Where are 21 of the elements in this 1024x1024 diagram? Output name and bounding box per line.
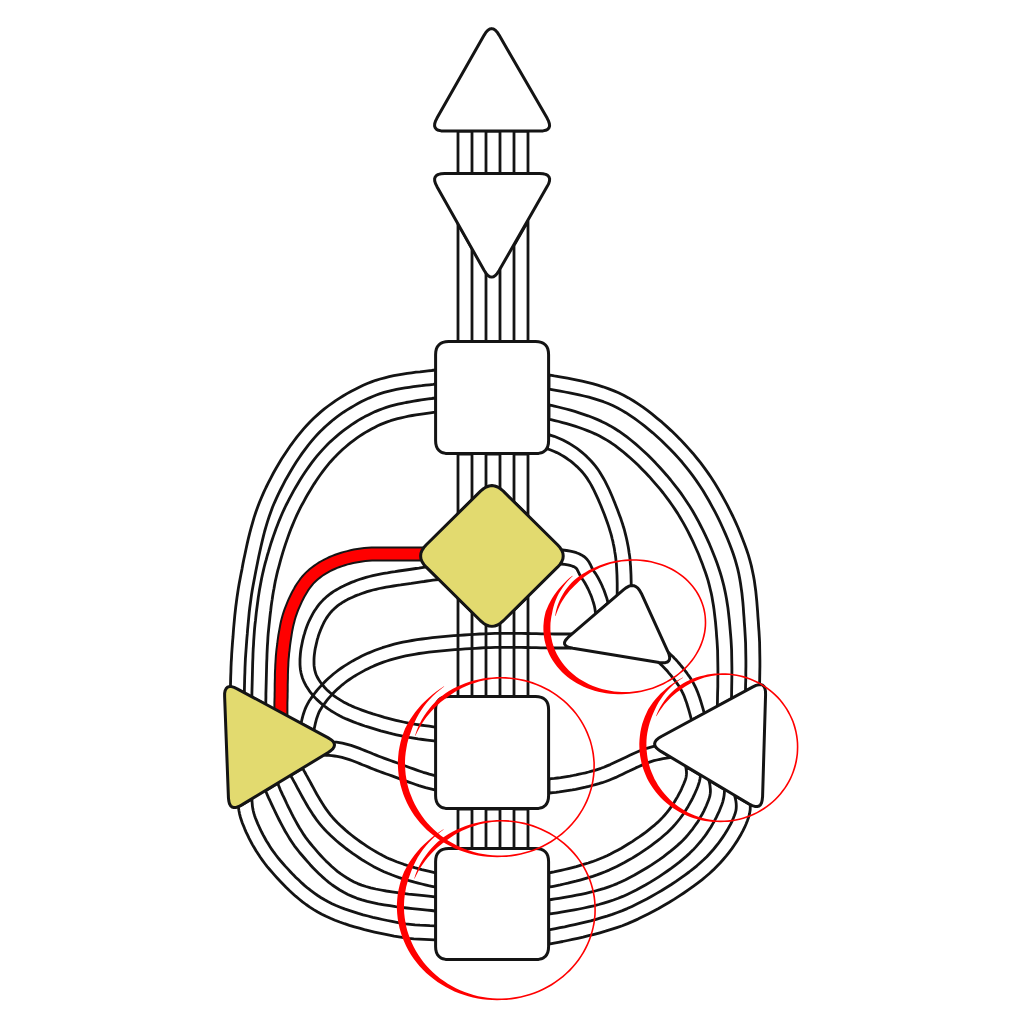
square-node <box>434 847 551 962</box>
square-node <box>434 695 551 811</box>
double-line-connector <box>547 373 762 693</box>
triangle-node <box>433 172 552 280</box>
triangle-node <box>222 685 337 810</box>
double-line-connector <box>298 565 441 743</box>
square-node <box>434 340 551 456</box>
double-line-connector <box>484 452 502 490</box>
double-line-connector <box>547 794 752 946</box>
triangle-node <box>433 26 552 133</box>
double-line-connector <box>545 433 633 597</box>
double-line-connector <box>547 744 673 795</box>
diamond-node <box>419 484 565 628</box>
triangle-node <box>562 584 672 665</box>
double-line-connector <box>559 548 610 616</box>
double-line-connector <box>512 452 530 517</box>
double-line-connector <box>547 403 734 708</box>
triangle-node <box>652 683 768 809</box>
double-line-connector <box>547 765 702 889</box>
double-line-connector <box>456 452 474 515</box>
double-line-connector <box>547 778 726 916</box>
